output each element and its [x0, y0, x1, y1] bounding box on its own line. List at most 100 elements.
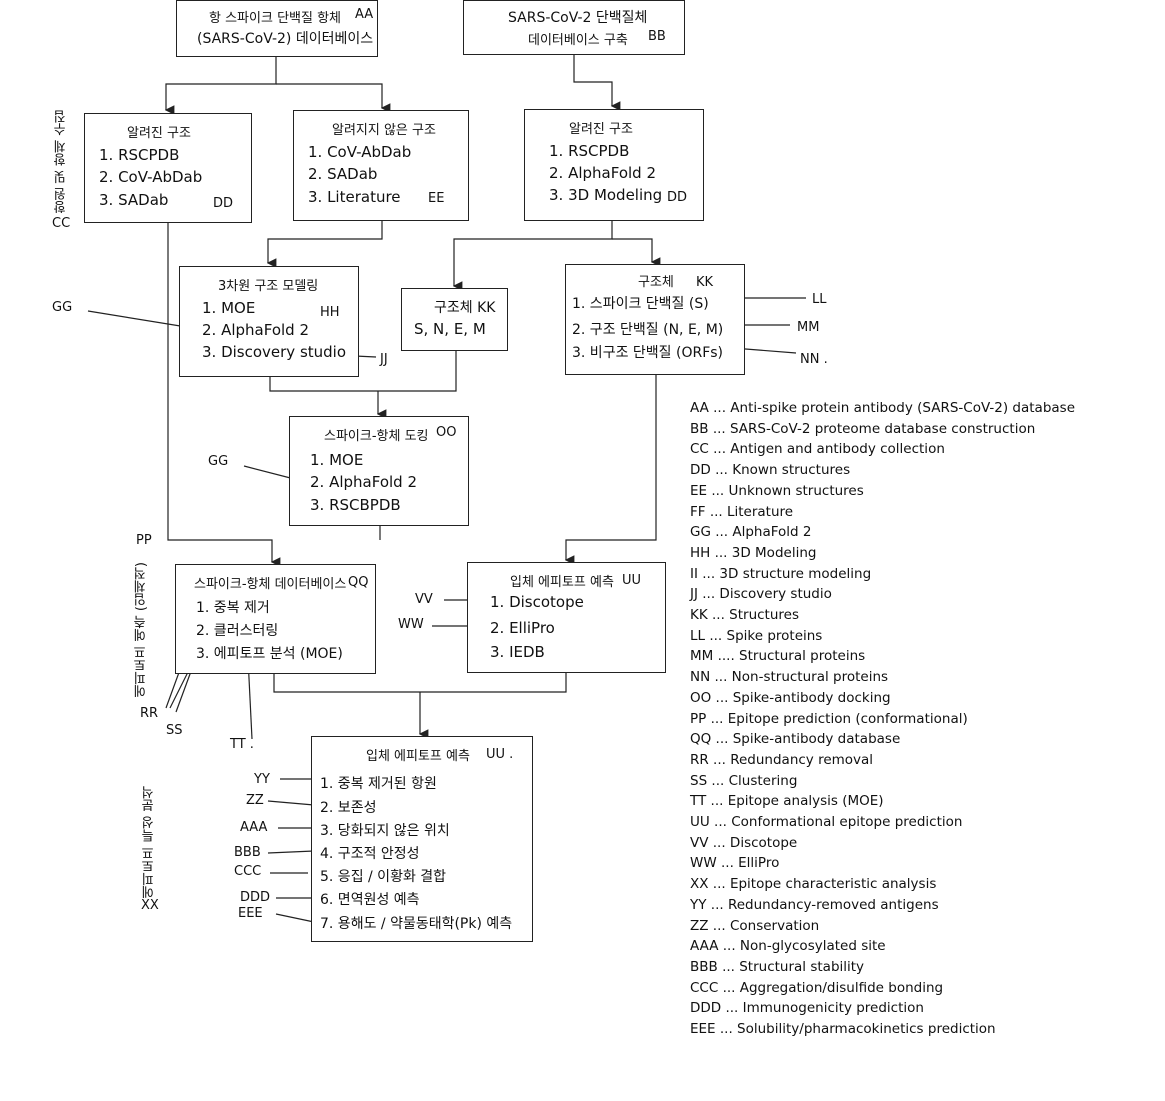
box-3d-modeling-item-1: 1. MOE [202, 299, 255, 317]
legend-entry: BB ... SARS-CoV-2 proteome database cons… [690, 421, 1035, 437]
legend-entry: OO ... Spike-antibody docking [690, 690, 891, 706]
legend-entry: YY ... Redundancy-removed antigens [690, 897, 939, 913]
box-3d-modeling: 3차원 구조 모델링 1. MOE HH 2. AlphaFold 2 3. D… [179, 266, 359, 377]
box-final-item-1: 1. 중복 제거된 항원 [320, 773, 437, 793]
label-gg-2: GG [208, 454, 228, 469]
box-final-tag: UU . [486, 747, 513, 762]
box-epitope-prediction-item-1: 1. Discotope [490, 593, 584, 611]
legend-entry: II ... 3D structure modeling [690, 566, 871, 582]
connector-top-left-stem [166, 57, 276, 110]
box-spike-db-item-1: 1. 중복 제거 [196, 597, 270, 617]
box-known-structures-1-title: 알려진 구조 [127, 122, 191, 141]
label-ddd: DDD [240, 890, 270, 905]
box-final-title: 입체 에피토프 예측 [366, 745, 470, 764]
legend-entry: BBB ... Structural stability [690, 959, 864, 975]
box-proteome-db-line1: SARS-CoV-2 단백질체 [508, 7, 647, 27]
legend-entry: MM .... Structural proteins [690, 648, 865, 664]
box-structures-small: 구조체 KK S, N, E, M [401, 288, 508, 351]
leader-zz [268, 801, 314, 805]
box-unknown-structures-item-2: 2. SADab [308, 165, 377, 183]
legend-entry: EE ... Unknown structures [690, 483, 864, 499]
legend-entry: XX ... Epitope characteristic analysis [690, 876, 936, 892]
label-xx: XX [141, 898, 159, 913]
legend-entry: VV ... Discotope [690, 835, 797, 851]
box-final-item-3: 3. 당화되지 않은 위치 [320, 820, 450, 840]
box-anti-spike-db: 항 스파이크 단백질 항체 AA (SARS-CoV-2) 데이터베이스 [176, 0, 378, 57]
box-final-item-5: 5. 응집 / 이황화 결합 [320, 866, 446, 886]
box-epitope-prediction: 입체 에피토프 예측 UU 1. Discotope 2. ElliPro 3.… [467, 562, 666, 673]
box-docking-title: 스파이크-항체 도킹 [324, 425, 429, 444]
box-spike-db-title: 스파이크-항체 데이터베이스 [194, 573, 346, 592]
legend-entry: WW ... ElliPro [690, 855, 779, 871]
legend-entry: KK ... Structures [690, 607, 799, 623]
box-3d-modeling-title: 3차원 구조 모델링 [218, 275, 318, 294]
box-unknown-structures-item-3: 3. Literature [308, 188, 401, 206]
label-ll: LL [812, 292, 827, 307]
box-structures-item-2: 2. 구조 단백질 (N, E, M) [572, 319, 723, 339]
box-proteome-db-tag: BB [648, 29, 666, 44]
box-final-item-2: 2. 보존성 [320, 797, 376, 817]
legend-entry: CCC ... Aggregation/disulfide bonding [690, 980, 943, 996]
label-nn: NN . [800, 352, 828, 367]
label-cc: CC [52, 216, 70, 231]
box-structures-title: 구조체 [638, 271, 674, 290]
label-tt: TT . [230, 737, 254, 752]
connector-bottom-merge [274, 673, 566, 692]
box-spike-antibody-docking: 스파이크-항체 도킹 OO 1. MOE 2. AlphaFold 2 3. R… [289, 416, 469, 526]
box-known-structures-2-item-3: 3. 3D Modeling [549, 186, 662, 204]
box-proteome-db: SARS-CoV-2 단백질체 데이터베이스 구축 BB [463, 0, 685, 55]
legend-entry: RR ... Redundancy removal [690, 752, 873, 768]
legend-entry: LL ... Spike proteins [690, 628, 822, 644]
legend-entry: QQ ... Spike-antibody database [690, 731, 900, 747]
box-known-structures-1-item-1: 1. RSCPDB [99, 146, 179, 164]
legend-entry: AA ... Anti-spike protein antibody (SARS… [690, 400, 1075, 416]
box-spike-db-tag: QQ [348, 575, 368, 590]
connector-top-left-to-unknown [276, 84, 382, 108]
box-known-structures-2: 알려진 구조 1. RSCPDB 2. AlphaFold 2 3. 3D Mo… [524, 109, 704, 221]
box-structures-small-title: 구조체 KK [434, 297, 495, 317]
box-known-structures-2-tag: DD [667, 190, 687, 205]
box-known-structures-1: 알려진 구조 1. RSCPDB 2. CoV-AbDab 3. SADab D… [84, 113, 252, 223]
box-unknown-structures: 알려지지 않은 구조 1. CoV-AbDab 2. SADab 3. Lite… [293, 110, 469, 221]
box-epitope-prediction-title: 입체 에피토프 예측 [510, 571, 614, 590]
leader-eee [276, 914, 314, 922]
legend-entry: ZZ ... Conservation [690, 918, 819, 934]
label-jj: JJ [380, 352, 388, 367]
side-label-antigen-collection: 항원 및 항체 수집 [52, 110, 71, 213]
box-spike-db-item-3: 3. 에피토프 분석 (MOE) [196, 643, 343, 663]
box-epitope-characteristics: 입체 에피토프 예측 UU . 1. 중복 제거된 항원 2. 보존성 3. 당… [311, 736, 533, 942]
legend-entry: GG ... AlphaFold 2 [690, 524, 812, 540]
label-gg-1: GG [52, 300, 72, 315]
label-mm: MM [797, 320, 819, 335]
connector-unknown-to-modeling [268, 221, 382, 263]
label-pp: PP [136, 533, 152, 548]
box-final-item-4: 4. 구조적 안정성 [320, 843, 420, 863]
label-yy: YY [254, 772, 270, 787]
label-ww: WW [398, 617, 424, 632]
label-bbb: BBB [234, 845, 261, 860]
box-proteome-db-line2: 데이터베이스 구축 [528, 29, 628, 48]
legend-entry: PP ... Epitope prediction (conformationa… [690, 711, 968, 727]
connector-known2-to-struct [612, 239, 652, 262]
legend-entry: SS ... Clustering [690, 773, 797, 789]
box-docking-item-2: 2. AlphaFold 2 [310, 473, 417, 491]
box-structures-tag: KK [696, 275, 713, 290]
label-ss: SS [166, 723, 183, 738]
box-docking-tag: OO [436, 425, 456, 440]
box-3d-modeling-tag: HH [320, 305, 340, 320]
box-docking-item-1: 1. MOE [310, 451, 363, 469]
box-3d-modeling-item-3: 3. Discovery studio [202, 343, 346, 361]
box-known-structures-2-item-2: 2. AlphaFold 2 [549, 164, 656, 182]
box-known-structures-1-item-3: 3. SADab [99, 191, 168, 209]
legend-entry: EEE ... Solubility/pharmacokinetics pred… [690, 1021, 996, 1037]
box-docking-item-3: 3. RSCBPDB [310, 496, 401, 514]
box-structures-small-item: S, N, E, M [414, 320, 486, 338]
legend-entry: DD ... Known structures [690, 462, 850, 478]
box-unknown-structures-tag: EE [428, 191, 444, 206]
box-known-structures-1-item-2: 2. CoV-AbDab [99, 168, 202, 186]
connector-top-right-to-known2 [574, 55, 612, 106]
legend-entry: JJ ... Discovery studio [690, 586, 832, 602]
box-known-structures-2-title: 알려진 구조 [569, 118, 633, 137]
legend-entry: FF ... Literature [690, 504, 793, 520]
